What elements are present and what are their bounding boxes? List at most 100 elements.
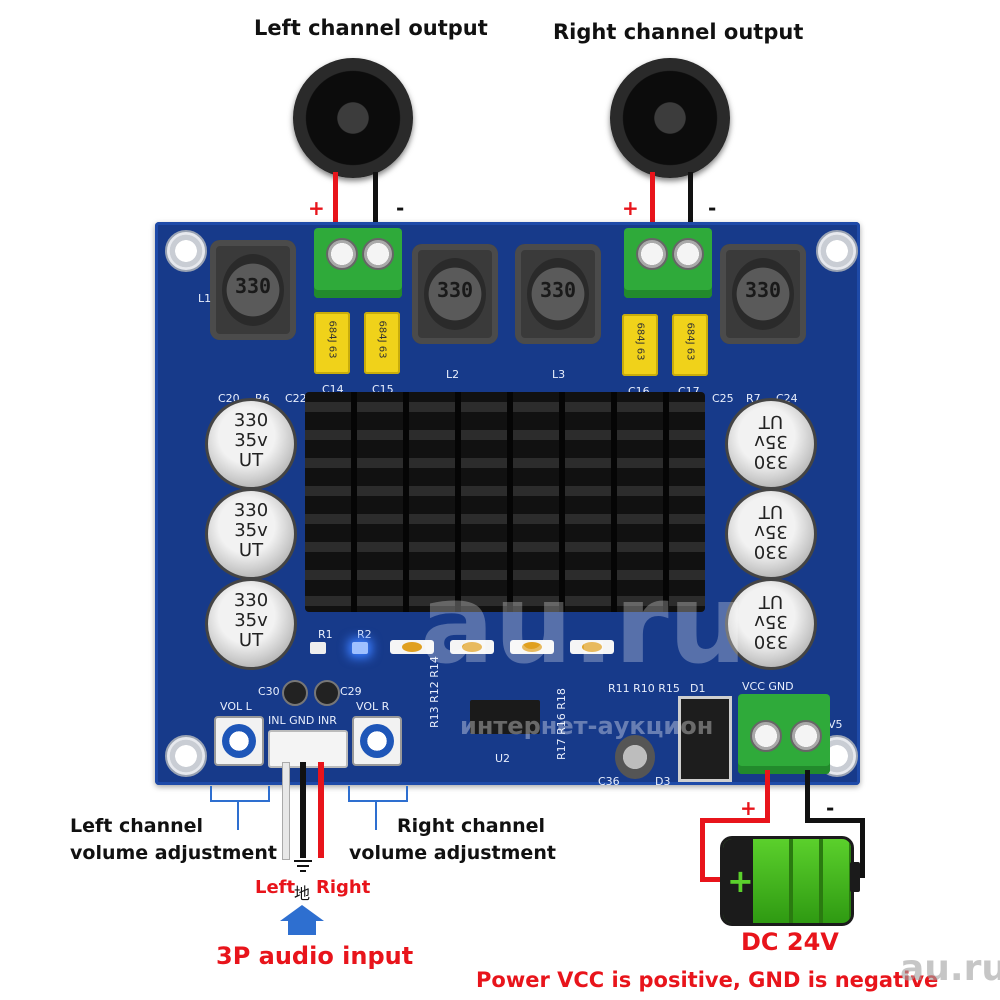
- left-volume-potentiometer[interactable]: [214, 716, 264, 766]
- left-speaker-icon: [293, 58, 413, 178]
- audio-input-connector: [268, 730, 348, 768]
- left-volume-label-line2: volume adjustment: [70, 842, 277, 864]
- mounting-hole: [816, 230, 858, 272]
- right-output-minus: -: [708, 196, 717, 220]
- battery-icon: +: [720, 836, 854, 926]
- silk-d1: D1: [690, 682, 706, 695]
- input-arrow-icon: [288, 921, 316, 935]
- inductor-l3: 330: [515, 244, 601, 344]
- left-output-plus: +: [308, 196, 325, 220]
- op-amp-chip-u2: [470, 700, 540, 734]
- smd-resistor: [310, 642, 326, 654]
- silk-vol-l: VOL L: [220, 700, 252, 713]
- input-arrow-icon: [280, 905, 324, 921]
- power-black-wire-horizontal: [805, 818, 865, 823]
- small-capacitor: [282, 680, 308, 706]
- silk-c22: C22: [285, 392, 307, 405]
- smd-capacitor: [390, 640, 434, 654]
- smd-capacitor: [570, 640, 614, 654]
- right-speaker-icon: [610, 58, 730, 178]
- silk-l1: L1: [198, 292, 212, 305]
- silk-c30: C30: [258, 685, 280, 698]
- ground-symbol-icon: [300, 870, 306, 872]
- film-capacitor-c15: 684J 63: [364, 312, 400, 374]
- left-speaker-red-wire: [333, 172, 338, 230]
- silk-input-labels: INL GND INR: [268, 714, 337, 727]
- right-volume-leader: [375, 800, 377, 830]
- right-volume-label-line1: Right channel: [397, 815, 546, 837]
- input-white-wire: [282, 762, 290, 860]
- film-capacitor-c17: 684J 63: [672, 314, 708, 376]
- audio-input-label: 3P audio input: [216, 942, 414, 970]
- left-volume-bracket: [210, 786, 270, 802]
- right-output-plus: +: [622, 196, 639, 220]
- silk-vcc-gnd: VCC GND: [742, 680, 794, 693]
- screw-icon: [636, 238, 668, 270]
- silk-v5: V5: [828, 718, 843, 731]
- left-channel-output-label: Left channel output: [254, 16, 488, 40]
- power-plus-label: +: [740, 796, 757, 820]
- input-right-label: Right: [316, 877, 371, 898]
- right-volume-label-line2: volume adjustment: [349, 842, 556, 864]
- dc-voltage-label: DC 24V: [741, 928, 839, 956]
- power-black-wire-vertical: [805, 770, 810, 822]
- power-red-wire-vertical: [765, 770, 770, 822]
- silk-u2: U2: [495, 752, 511, 765]
- small-capacitor-c36: [615, 735, 655, 779]
- right-volume-potentiometer[interactable]: [352, 716, 402, 766]
- inductor-l1: 330: [210, 240, 296, 340]
- battery-terminal-icon: [850, 862, 860, 892]
- power-black-wire-down: [860, 818, 865, 878]
- smd-capacitor: [450, 640, 494, 654]
- power-red-wire-down: [700, 818, 705, 882]
- input-left-label: Left: [255, 877, 296, 898]
- screw-icon: [672, 238, 704, 270]
- screw-icon: [326, 238, 358, 270]
- mounting-hole: [165, 230, 207, 272]
- silk-r2: R2: [357, 628, 372, 641]
- silk-d3: D3: [655, 775, 671, 788]
- film-capacitor-c16: 684J 63: [622, 314, 658, 376]
- regulator-d1: [678, 696, 732, 782]
- input-ground-label: 地: [294, 884, 311, 903]
- right-volume-bracket: [348, 786, 408, 802]
- left-volume-label-line1: Left channel: [70, 815, 204, 837]
- silk-l2: L2: [446, 368, 460, 381]
- input-black-wire: [300, 762, 306, 858]
- left-speaker-black-wire: [373, 172, 378, 230]
- right-channel-output-label: Right channel output: [553, 20, 804, 44]
- right-output-terminal: [624, 228, 712, 298]
- silk-c29: C29: [340, 685, 362, 698]
- watermark-corner: au.ru: [900, 948, 1000, 989]
- left-volume-leader: [237, 800, 239, 830]
- right-speaker-red-wire: [650, 172, 655, 230]
- silk-r1: R1: [318, 628, 333, 641]
- screw-icon: [790, 720, 822, 752]
- ground-symbol-icon: [294, 860, 312, 862]
- left-output-minus: -: [396, 196, 405, 220]
- ground-symbol-icon: [297, 865, 309, 867]
- silk-vol-r: VOL R: [356, 700, 390, 713]
- screw-icon: [750, 720, 782, 752]
- heatsink: [305, 392, 705, 612]
- power-minus-label: -: [826, 796, 835, 820]
- silk-c25: C25: [712, 392, 734, 405]
- power-polarity-note: Power VCC is positive, GND is negative: [476, 968, 939, 992]
- watermark-main: au.ru: [420, 560, 747, 688]
- small-capacitor: [314, 680, 340, 706]
- smd-capacitor: [510, 640, 554, 654]
- film-capacitor-c14: 684J 63: [314, 312, 350, 374]
- silk-l3: L3: [552, 368, 566, 381]
- power-red-wire-to-battery: [700, 877, 722, 882]
- power-red-wire-horizontal: [700, 818, 770, 823]
- mounting-hole: [165, 735, 207, 777]
- silk-r11: R11 R10 R15: [608, 682, 680, 695]
- screw-icon: [362, 238, 394, 270]
- power-led-icon: [352, 642, 368, 654]
- power-input-terminal: [738, 694, 830, 774]
